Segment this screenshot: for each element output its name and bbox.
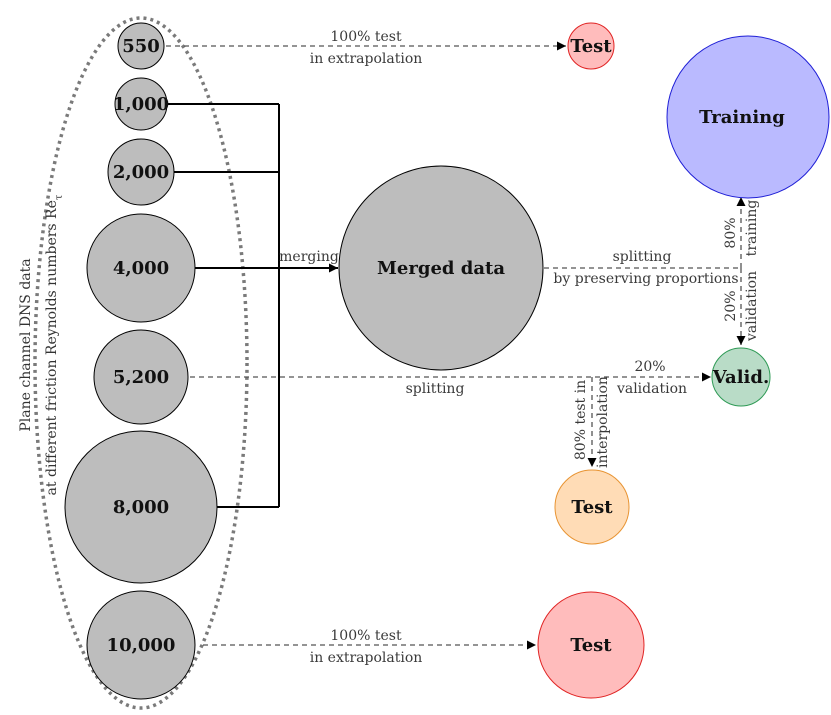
test-node-extrapolation-bottom: Test bbox=[537, 591, 645, 699]
edge-label-interp-2-group: interpolation bbox=[595, 376, 611, 468]
svg-text:10,000: 10,000 bbox=[107, 635, 176, 656]
edge-label-interp-1: 80% test in bbox=[573, 380, 589, 460]
dataset-group-label-2: at different friction Reynolds numbers R… bbox=[44, 194, 65, 495]
dashed-edges bbox=[166, 41, 746, 650]
svg-text:Test: Test bbox=[571, 497, 613, 518]
edge-label-train-word: training bbox=[744, 200, 760, 257]
training-node: Training bbox=[666, 35, 830, 199]
edge-label-train-pct: 80% bbox=[723, 217, 739, 248]
merging-connector bbox=[167, 103, 338, 508]
edge-label-split-merged-2: by preserving proportions bbox=[553, 271, 738, 287]
merged-data-node: Merged data bbox=[338, 165, 544, 371]
dataset-node-10000: 10,000 bbox=[86, 590, 196, 700]
dataset-group-label: Plane channel DNS data bbox=[18, 258, 34, 431]
validation-node: Valid. bbox=[711, 347, 771, 407]
dataset-node-4000: 4,000 bbox=[86, 213, 196, 323]
svg-text:Test: Test bbox=[570, 36, 612, 57]
edge-label-top-test-2: in extrapolation bbox=[310, 51, 423, 67]
edge-label-val-pct: 20% bbox=[723, 290, 739, 321]
dataset-node-2000: 2,000 bbox=[107, 138, 175, 206]
edge-label-merging: merging bbox=[279, 249, 339, 265]
edge-label-val-5200-pct: 20% bbox=[634, 359, 665, 375]
edge-label-val-5200-word: validation bbox=[616, 381, 687, 397]
svg-text:1,000: 1,000 bbox=[113, 94, 169, 115]
svg-text:2,000: 2,000 bbox=[113, 162, 169, 183]
edge-label-split-merged-1: splitting bbox=[613, 249, 672, 265]
dataset-node-5200: 5,200 bbox=[93, 329, 189, 425]
svg-text:5,200: 5,200 bbox=[113, 367, 169, 388]
edge-label-interp-1-group: 80% test in bbox=[573, 380, 589, 460]
dataset-node-1000: 1,000 bbox=[113, 77, 169, 131]
edge-label-top-test-1: 100% test bbox=[330, 29, 402, 45]
svg-text:Merged data: Merged data bbox=[377, 258, 505, 279]
test-node-extrapolation-top: Test bbox=[567, 22, 615, 70]
test-node-interpolation: Test bbox=[554, 469, 630, 545]
svg-text:Valid.: Valid. bbox=[712, 367, 770, 388]
edge-label-val-word-group: validation bbox=[744, 271, 760, 342]
svg-text:Training: Training bbox=[699, 107, 785, 128]
svg-text:8,000: 8,000 bbox=[113, 497, 169, 518]
dataset-group-label-line1: Plane channel DNS data bbox=[18, 258, 34, 431]
edge-label-val-word: validation bbox=[744, 271, 760, 342]
dataset-node-8000: 8,000 bbox=[64, 430, 218, 584]
dataset-group-label-line2: at different friction Reynolds numbers R… bbox=[44, 194, 65, 495]
edge-label-val-pct-group: 20% bbox=[723, 290, 739, 321]
svg-text:Test: Test bbox=[570, 635, 612, 656]
edge-label-train-pct-group: 80% bbox=[723, 217, 739, 248]
edge-label-interp-2: interpolation bbox=[595, 376, 611, 468]
edge-label-train-word-group: training bbox=[744, 200, 760, 257]
svg-text:550: 550 bbox=[122, 36, 160, 57]
edge-label-split-5200: splitting bbox=[406, 381, 465, 397]
dataset-group-outline bbox=[33, 16, 249, 710]
edge-label-bottom-test-2: in extrapolation bbox=[310, 650, 423, 666]
dataset-node-550: 550 bbox=[117, 22, 165, 70]
svg-text:4,000: 4,000 bbox=[113, 258, 169, 279]
edge-label-bottom-test-1: 100% test bbox=[330, 628, 402, 644]
